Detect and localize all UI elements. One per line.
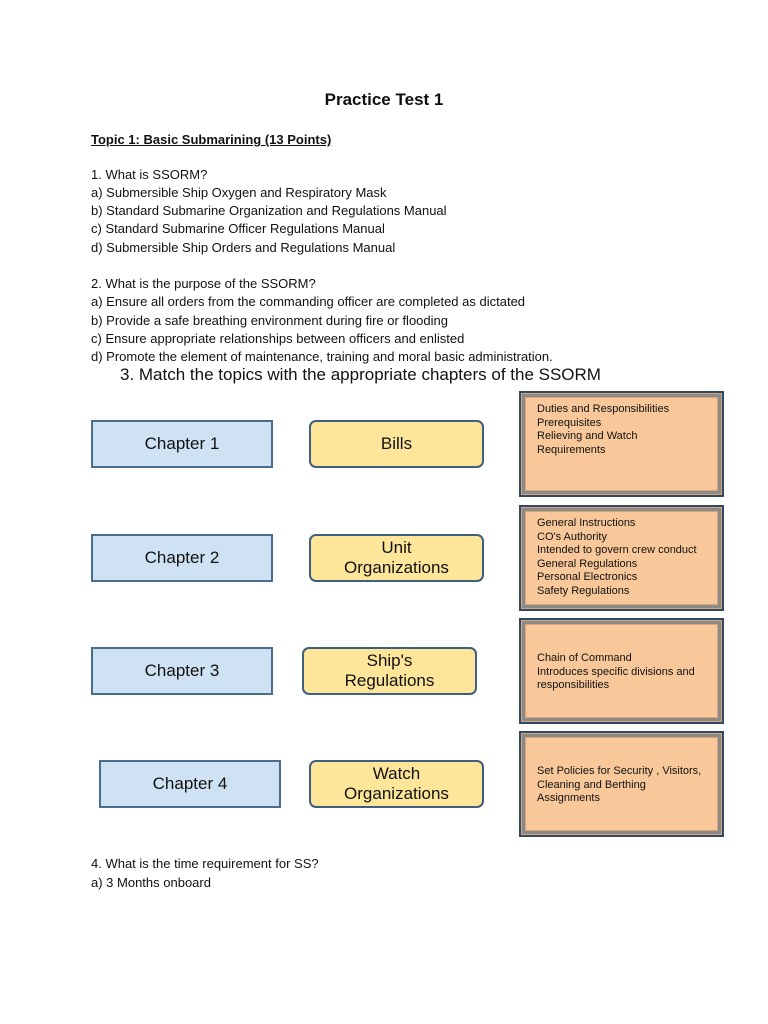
description-2-line-1: General Instructions [537, 517, 636, 529]
q3-question: 3. Match the topics with the appropriate… [120, 365, 601, 384]
q1-option-c: c) Standard Submarine Officer Regulation… [91, 221, 385, 236]
page-title: Practice Test 1 [324, 90, 444, 109]
q2-option-c: c) Ensure appropriate relationships betw… [91, 331, 465, 346]
chapter-3-box: Chapter 3 [91, 647, 273, 695]
q4-option-a: a) 3 Months onboard [91, 875, 211, 890]
q1-option-d: d) Submersible Ship Orders and Regulatio… [91, 240, 396, 255]
description-1-line-2: Prerequisites [537, 416, 602, 429]
topic-heading: Topic 1: Basic Submarining (13 Points) [91, 132, 332, 147]
topic-unit-organizations-label: Unit Organizations [344, 538, 449, 577]
q4-question: 4. What is the time requirement for SS? [91, 856, 319, 871]
chapter-2-box: Chapter 2 [91, 534, 273, 582]
description-2-line-2: CO's Authority [537, 530, 607, 543]
topic-ships-regulations-box: Ship's Regulations [302, 647, 477, 695]
description-1-line-1: Duties and Responsibilities [537, 403, 670, 415]
topic-watch-organizations-box: Watch Organizations [309, 760, 484, 808]
description-1-line-4: Requirements [537, 443, 606, 456]
description-4-line-2: Cleaning and Berthing [537, 778, 646, 791]
description-box-1: Duties and Responsibilities Prerequisite… [519, 391, 724, 497]
description-1-line-3: Relieving and Watch [537, 430, 638, 442]
chapter-1-box: Chapter 1 [91, 420, 273, 468]
description-box-3: Chain of Command Introduces specific div… [519, 618, 724, 724]
description-box-4: Set Policies for Security , Visitors, Cl… [519, 731, 724, 837]
q2-option-a: a) Ensure all orders from the commanding… [91, 294, 526, 309]
description-3-line-1: Chain of Command [537, 652, 632, 664]
q1-option-b: b) Standard Submarine Organization and R… [91, 203, 447, 218]
q2-option-d: d) Promote the element of maintenance, t… [91, 349, 553, 364]
q1-question: 1. What is SSORM? [91, 167, 208, 182]
chapter-4-box: Chapter 4 [99, 760, 281, 808]
description-3-line-3: responsibilities [537, 679, 610, 691]
description-2-line-4: General Regulations [537, 557, 638, 570]
description-box-2: General Instructions CO's Authority Inte… [519, 505, 724, 611]
topic-unit-organizations-box: Unit Organizations [309, 534, 484, 582]
q2-question: 2. What is the purpose of the SSORM? [91, 276, 316, 291]
q1-option-a: a) Submersible Ship Oxygen and Respirato… [91, 185, 387, 200]
topic-ships-regulations-label: Ship's Regulations [344, 651, 435, 690]
description-4-line-1: Set Policies for Security , Visitors, [537, 765, 702, 777]
description-4-line-3: Assignments [537, 792, 600, 804]
topic-watch-organizations-label: Watch Organizations [344, 764, 449, 803]
description-2-line-5: Personal Electronics [537, 571, 638, 583]
description-2-line-3: Intended to govern crew conduct [537, 544, 697, 556]
topic-bills-box: Bills [309, 420, 484, 468]
topic-bills-label: Bills [380, 434, 413, 453]
q2-option-b: b) Provide a safe breathing environment … [91, 313, 448, 328]
description-3-line-2: Introduces specific divisions and [537, 665, 695, 678]
description-2-line-6: Safety Regulations [537, 584, 630, 597]
